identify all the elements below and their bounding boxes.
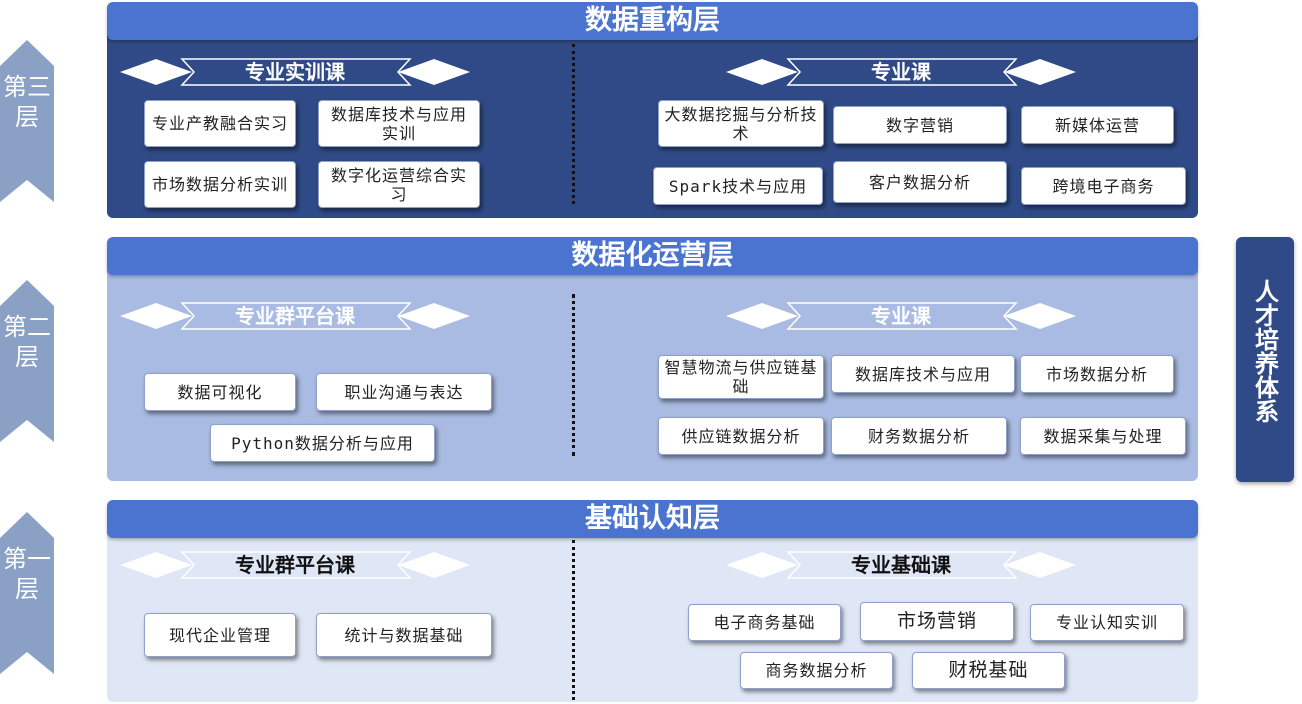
- layer1-left-header: 专业群平台课: [120, 550, 470, 580]
- course-box: 跨境电子商务: [1021, 167, 1186, 205]
- course-box: 市场数据分析实训: [144, 161, 296, 208]
- course-box: 数据采集与处理: [1020, 417, 1186, 455]
- layer3-left-header: 专业实训课: [120, 57, 470, 87]
- course-box: 电子商务基础: [688, 604, 841, 641]
- layer2-left-header-label: 专业群平台课: [235, 304, 355, 328]
- course-box: 专业产教融合实习: [144, 100, 296, 147]
- course-box: 数据库技术与应用实训: [318, 100, 480, 147]
- layer3-divider: [572, 44, 575, 204]
- course-box: Spark技术与应用: [653, 167, 823, 205]
- course-box: 数字营销: [833, 106, 1007, 144]
- level-label-2: 第二层: [3, 313, 51, 371]
- course-box: 数字化运营综合实习: [318, 161, 480, 208]
- course-box: 财务数据分析: [831, 417, 1007, 455]
- course-box: 市场营销: [860, 602, 1014, 641]
- layer2-divider: [572, 294, 575, 456]
- course-box: Python数据分析与应用: [210, 424, 435, 462]
- course-box: 数据可视化: [144, 373, 296, 411]
- level-arrow-1: 第一层: [0, 512, 54, 674]
- layer1-title: 基础认知层: [107, 500, 1198, 538]
- course-box: 统计与数据基础: [316, 613, 492, 657]
- course-box: 供应链数据分析: [658, 417, 824, 455]
- level-label-3: 第三层: [3, 73, 51, 131]
- layer3-left-header-label: 专业实训课: [245, 60, 345, 84]
- layer3-right-header: 专业课: [726, 57, 1076, 87]
- course-box: 大数据挖掘与分析技术: [658, 100, 824, 147]
- course-box: 商务数据分析: [740, 652, 893, 689]
- layer1-divider: [572, 540, 575, 700]
- talent-system-label: 人才培养体系: [1250, 279, 1280, 423]
- layer3-right-header-label: 专业课: [871, 60, 931, 84]
- course-box: 现代企业管理: [144, 613, 296, 657]
- level-label-1: 第一层: [3, 545, 51, 603]
- layer1-right-header: 专业基础课: [726, 550, 1076, 580]
- course-box: 职业沟通与表达: [316, 373, 492, 411]
- course-box: 智慧物流与供应链基础: [658, 355, 824, 399]
- course-box: 数据库技术与应用: [831, 355, 1015, 393]
- layer1-right-header-label: 专业基础课: [851, 553, 951, 577]
- course-box: 财税基础: [912, 652, 1065, 689]
- course-box: 客户数据分析: [833, 161, 1007, 203]
- talent-system-box: 人才培养体系: [1236, 237, 1294, 482]
- course-box: 专业认知实训: [1030, 604, 1184, 641]
- layer2-title: 数据化运营层: [107, 237, 1198, 275]
- layer1-left-header-label: 专业群平台课: [235, 553, 355, 577]
- course-box: 市场数据分析: [1020, 355, 1174, 393]
- level-arrow-2: 第二层: [0, 280, 54, 442]
- course-box: 新媒体运营: [1021, 106, 1174, 144]
- level-arrow-3: 第三层: [0, 40, 54, 202]
- layer3-title: 数据重构层: [107, 2, 1198, 40]
- layer2-left-header: 专业群平台课: [120, 301, 470, 331]
- layer2-right-header: 专业课: [726, 301, 1076, 331]
- layer2-right-header-label: 专业课: [871, 304, 931, 328]
